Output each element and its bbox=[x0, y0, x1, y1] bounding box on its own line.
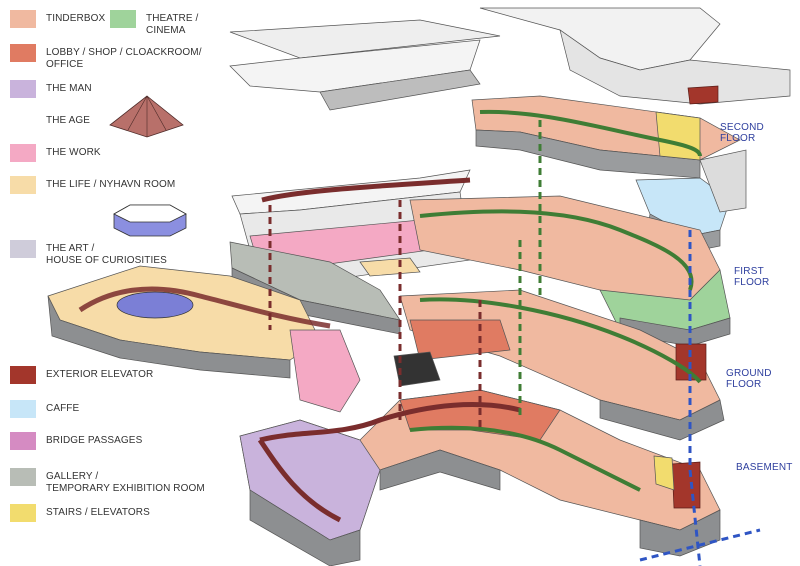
legend-swatch-man bbox=[10, 80, 36, 98]
legend-swatch-life bbox=[10, 176, 36, 194]
legend-item-caffe: CAFFE bbox=[10, 400, 79, 418]
legend-item-lobby: LOBBY / SHOP / CLOACKROOM/ OFFICE bbox=[10, 44, 202, 71]
legend-item-man: THE MAN bbox=[10, 80, 92, 98]
floor-label-first: FIRST FLOOR bbox=[734, 266, 770, 288]
legend-swatch-stairs bbox=[10, 504, 36, 522]
legend-swatch-work bbox=[10, 144, 36, 162]
legend-item-work: THE WORK bbox=[10, 144, 101, 162]
legend-label-gallery: GALLERY / TEMPORARY EXHIBITION ROOM bbox=[46, 471, 205, 494]
legend-label-work: THE WORK bbox=[46, 147, 101, 158]
ground-floor bbox=[47, 265, 725, 441]
legend-item-gallery: GALLERY / TEMPORARY EXHIBITION ROOM bbox=[10, 468, 205, 495]
roof-level bbox=[229, 7, 791, 111]
floor-label-ground: GROUND FLOOR bbox=[726, 368, 772, 390]
legend-item-age: THE AGE bbox=[10, 112, 90, 127]
legend-swatch-tinderbox bbox=[10, 10, 36, 28]
legend-item-art: THE ART / HOUSE OF CURIOSITIES bbox=[10, 240, 167, 267]
legend-item-bridge: BRIDGE PASSAGES bbox=[10, 432, 142, 450]
legend-label-age: THE AGE bbox=[46, 115, 91, 126]
legend-label-life: THE LIFE / NYHAVN ROOM bbox=[46, 179, 176, 190]
legend-swatch-caffe bbox=[10, 400, 36, 418]
legend-item-elevator: EXTERIOR ELEVATOR bbox=[10, 366, 153, 384]
legend-label-stairs: STAIRS / ELEVATORS bbox=[46, 507, 150, 518]
legend: THEATRE / CINEMA TINDERBOX LOBBY / SHOP … bbox=[0, 0, 230, 566]
legend-swatch-theatre bbox=[110, 10, 136, 28]
legend-label-bridge: BRIDGE PASSAGES bbox=[46, 435, 143, 446]
legend-label-elevator: EXTERIOR ELEVATOR bbox=[46, 369, 154, 380]
legend-swatch-bridge bbox=[10, 432, 36, 450]
floor-label-second: SECOND FLOOR bbox=[720, 122, 764, 144]
legend-swatch-art bbox=[10, 240, 36, 258]
the-age-pyramid-icon bbox=[109, 95, 184, 138]
legend-label-tinderbox: TINDERBOX bbox=[46, 13, 106, 24]
legend-label-man: THE MAN bbox=[46, 83, 92, 94]
legend-label-theatre: THEATRE / CINEMA bbox=[146, 13, 199, 36]
legend-swatch-gallery bbox=[10, 468, 36, 486]
floor-label-basement: BASEMENT bbox=[736, 462, 793, 473]
legend-swatch-lobby bbox=[10, 44, 36, 62]
legend-item-tinderbox: TINDERBOX bbox=[10, 10, 105, 28]
legend-item-life: THE LIFE / NYHAVN ROOM bbox=[10, 176, 175, 194]
the-life-octagon-icon bbox=[113, 204, 187, 237]
legend-label-art: THE ART / HOUSE OF CURIOSITIES bbox=[46, 243, 167, 266]
legend-item-theatre: THEATRE / CINEMA bbox=[110, 10, 230, 37]
legend-label-lobby: LOBBY / SHOP / CLOACKROOM/ OFFICE bbox=[46, 47, 202, 70]
legend-label-caffe: CAFFE bbox=[46, 403, 80, 414]
first-floor bbox=[229, 169, 731, 347]
legend-swatch-elevator bbox=[10, 366, 36, 384]
legend-item-stairs: STAIRS / ELEVATORS bbox=[10, 504, 150, 522]
vertical-connections bbox=[268, 120, 761, 566]
